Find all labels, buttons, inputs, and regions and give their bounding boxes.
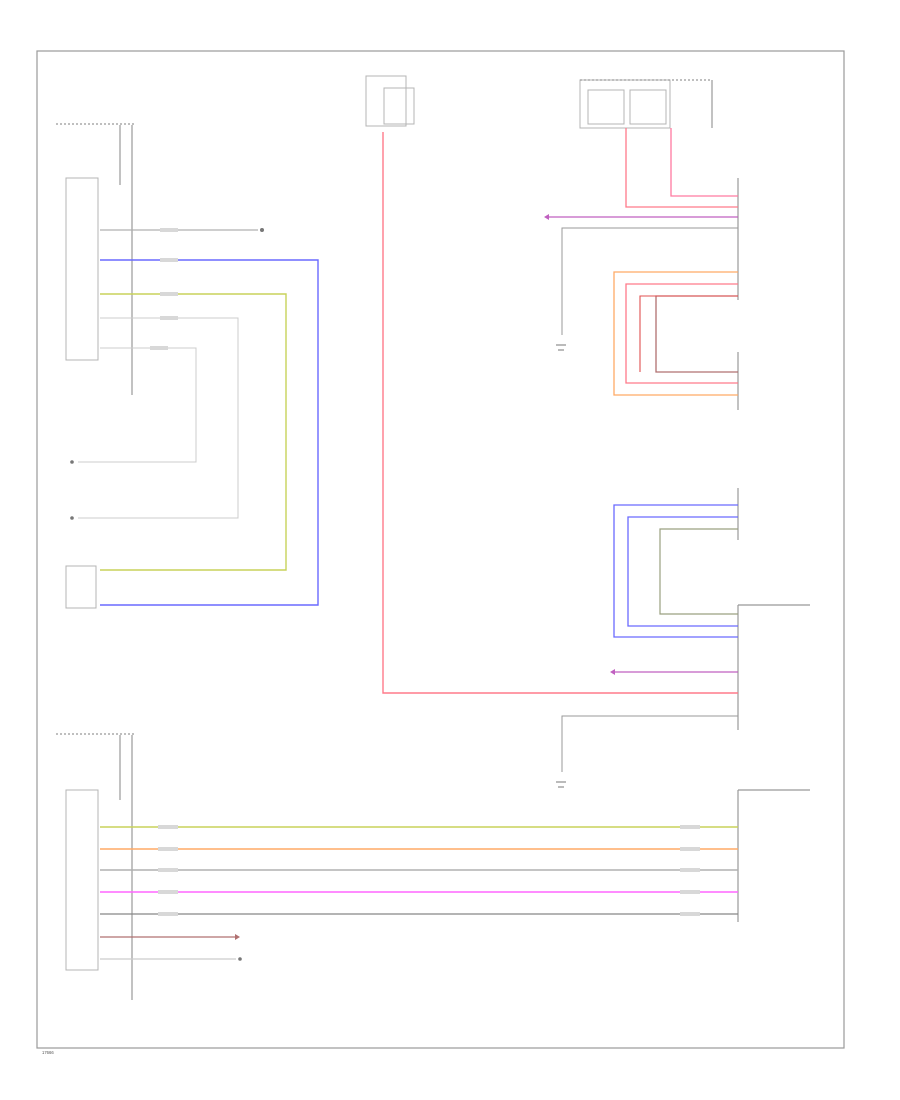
- diagram-code: 17666: [42, 1050, 54, 1055]
- wire-red-bundle: [639, 295, 738, 372]
- wire-gray-ground-top: [561, 227, 738, 335]
- fuse-box-center: [365, 75, 415, 127]
- wire-blue-bundle-1: [613, 504, 738, 638]
- wire-brown-bundle: [655, 295, 738, 373]
- diagram-border: [36, 50, 845, 1049]
- wire-blue: [100, 259, 319, 606]
- wire-red-right-1: [625, 128, 738, 208]
- right-connector-bars: [737, 178, 810, 922]
- wire-gray-ground-mid: [561, 715, 738, 772]
- fuse-box-right: [579, 79, 713, 129]
- wire-pink-bundle: [625, 283, 738, 384]
- wire-yellow-green: [100, 293, 287, 571]
- wire-blue-bundle-2: [627, 516, 738, 627]
- wire-light-gray-2: [78, 347, 197, 463]
- wire-red-main: [382, 132, 738, 694]
- wire-orange-bundle: [613, 271, 738, 396]
- seat-belt-connector: [65, 565, 97, 609]
- wire-gray-green-bundle: [659, 528, 738, 615]
- wire-label-markers: [150, 228, 700, 916]
- wire-pink-right: [670, 128, 738, 197]
- driver-door-lock-switch: [56, 733, 134, 1000]
- connector-dot: [260, 228, 264, 232]
